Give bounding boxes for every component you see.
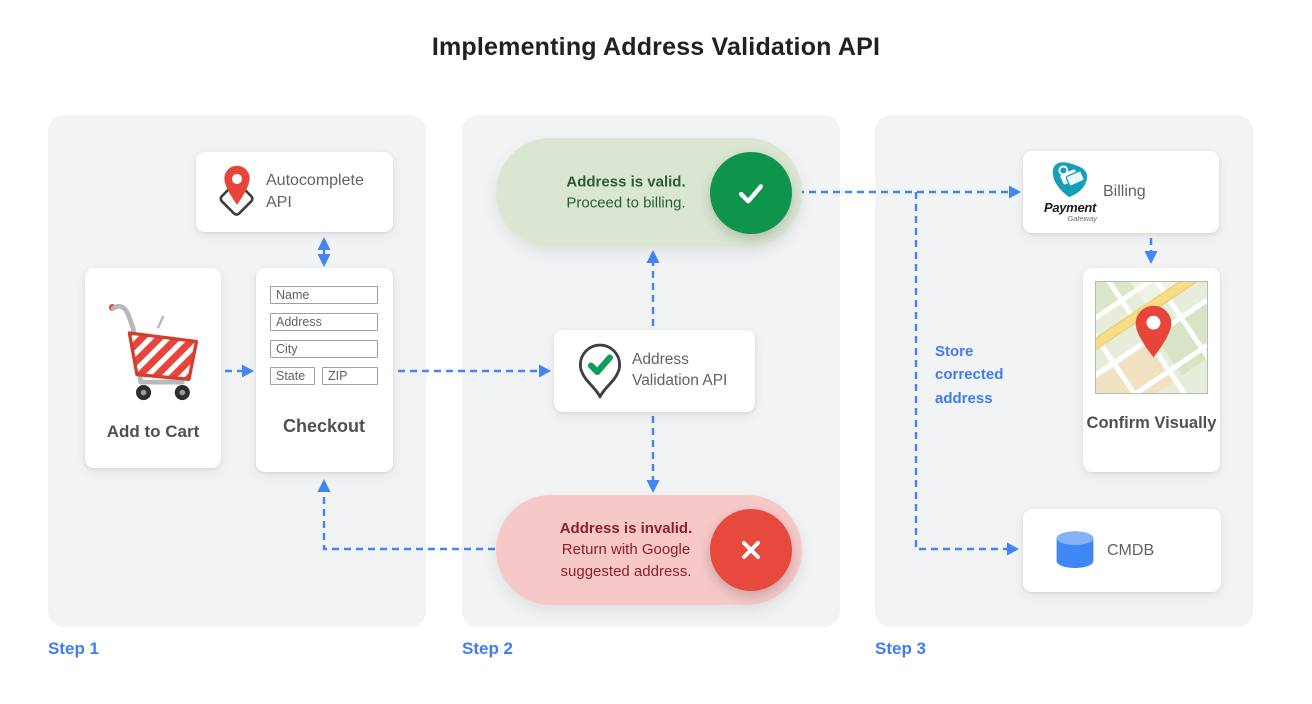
checkout-label: Checkout bbox=[282, 416, 365, 436]
payment-logo-text: Payment bbox=[1043, 200, 1097, 215]
address-validation-api-label: Address Validation API bbox=[632, 351, 728, 389]
map-image bbox=[1095, 281, 1208, 394]
address-invalid-text: Address is invalid. Return with Google s… bbox=[528, 518, 724, 582]
check-circle-icon bbox=[710, 151, 792, 234]
payment-gateway-logo: Payment Gateway bbox=[1037, 161, 1103, 223]
autocomplete-api-card: Autocomplete API bbox=[196, 152, 393, 232]
invalid-headline: Address is invalid. bbox=[559, 520, 693, 538]
checkout-card: Name Address City State ZIP Checkout bbox=[256, 268, 393, 472]
step3-label: Step 3 bbox=[875, 639, 927, 658]
address-field[interactable]: Address bbox=[270, 313, 378, 331]
address-validation-api-card: Address Validation API bbox=[554, 330, 755, 412]
state-field[interactable]: State bbox=[270, 367, 315, 385]
add-to-cart-card: Add to Cart bbox=[85, 268, 221, 468]
zip-field[interactable]: ZIP bbox=[322, 367, 378, 385]
validation-pin-check-icon bbox=[568, 342, 632, 400]
database-icon bbox=[1043, 529, 1107, 573]
billing-card: Payment Gateway Billing bbox=[1023, 151, 1219, 233]
invalid-body: Return with Google suggested address. bbox=[560, 541, 692, 580]
name-field[interactable]: Name bbox=[270, 286, 378, 304]
city-field[interactable]: City bbox=[270, 340, 378, 358]
address-valid-pill: Address is valid. Proceed to billing. bbox=[496, 138, 802, 247]
autocomplete-pin-diamond-icon bbox=[208, 164, 266, 220]
confirm-visually-label: Confirm Visually bbox=[1086, 414, 1217, 432]
valid-headline: Address is valid. bbox=[566, 173, 686, 191]
add-to-cart-label: Add to Cart bbox=[106, 422, 200, 441]
store-corrected-address-note: Store corrected address bbox=[935, 343, 1004, 407]
x-circle-icon bbox=[710, 509, 792, 591]
shopping-cart-icon bbox=[101, 268, 205, 422]
address-valid-text: Address is valid. Proceed to billing. bbox=[528, 171, 724, 214]
gateway-logo-text: Gateway bbox=[1067, 214, 1097, 223]
step1-label: Step 1 bbox=[48, 639, 100, 658]
billing-label: Billing bbox=[1103, 183, 1146, 201]
valid-body: Proceed to billing. bbox=[566, 194, 686, 212]
confirm-visually-card: Confirm Visually bbox=[1083, 268, 1220, 472]
autocomplete-api-label: Autocomplete API bbox=[266, 172, 364, 211]
address-invalid-pill: Address is invalid. Return with Google s… bbox=[496, 495, 802, 605]
cmdb-card: CMDB bbox=[1023, 509, 1221, 592]
step2-label: Step 2 bbox=[462, 639, 514, 658]
cmdb-label: CMDB bbox=[1107, 541, 1155, 559]
diagram-title: Implementing Address Validation API bbox=[431, 33, 881, 61]
